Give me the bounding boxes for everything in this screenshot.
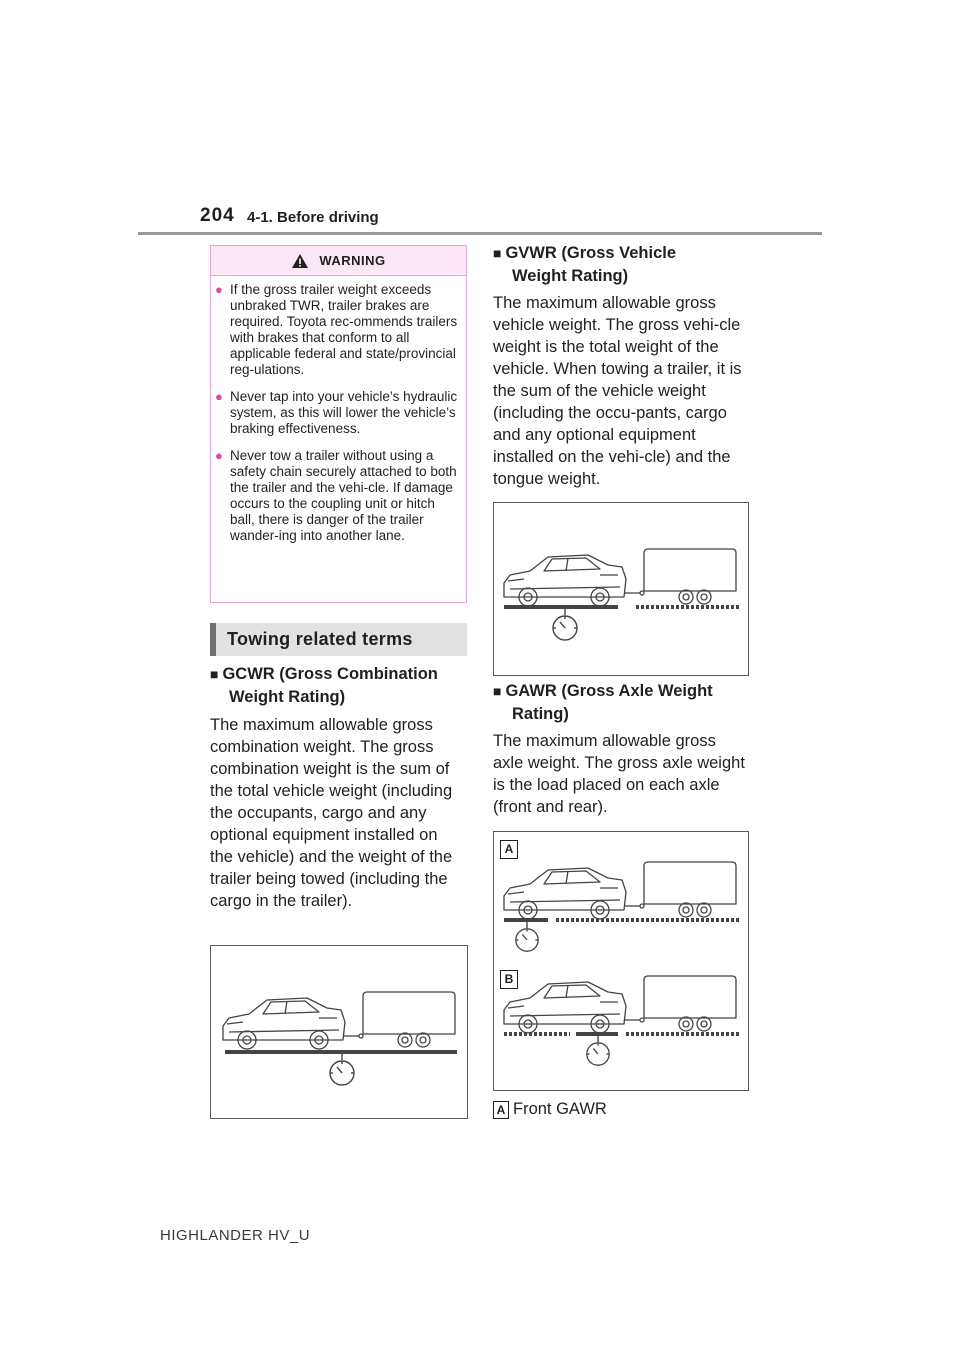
warning-item: ● If the gross trailer weight exceeds un… [215, 282, 460, 378]
warning-item: ● Never tow a trailer without using a sa… [215, 448, 460, 544]
terms-heading: Towing related terms [210, 623, 467, 656]
bullet-dot-icon: ● [215, 389, 223, 404]
warning-item-text: Never tow a trailer without using a safe… [230, 448, 457, 543]
warning-header: WARNING [211, 246, 466, 276]
gawr-title-line2: Rating) [512, 705, 569, 723]
gcwr-title-line1: GCWR (Gross Combination [222, 665, 438, 683]
gvwr-figure [493, 502, 749, 676]
square-bullet-icon: ■ [493, 683, 502, 699]
gcwr-body: The maximum allowable gross combination … [210, 716, 453, 910]
gvwr-body: The maximum allowable gross vehicle weig… [493, 294, 742, 488]
figure-label-b: B [500, 970, 518, 989]
warning-box: WARNING ● If the gross trailer weight ex… [210, 245, 467, 603]
gvwr-title-line1: GVWR (Gross Vehicle [505, 244, 677, 262]
gvwr-title: ■GVWR (Gross Vehicle Weight Rating) [493, 242, 753, 288]
gawr-title: ■GAWR (Gross Axle Weight Rating) [493, 680, 753, 726]
header-divider [138, 232, 822, 235]
gawr-figure: A B [493, 831, 749, 1091]
legend-label: A [493, 1100, 509, 1119]
warning-triangle-icon [292, 253, 309, 268]
warning-item: ● Never tap into your vehicle’s hydrauli… [215, 389, 460, 437]
bullet-dot-icon: ● [215, 448, 223, 463]
legend-text: Front GAWR [513, 1100, 607, 1118]
bullet-dot-icon: ● [215, 282, 223, 297]
footer-model: HIGHLANDER HV_U [160, 1227, 311, 1244]
gvwr-diagram [503, 548, 740, 641]
gawr-title-line1: GAWR (Gross Axle Weight [505, 682, 713, 700]
section-title: 4-1. Before driving [247, 209, 379, 226]
terms-heading-text: Towing related terms [227, 629, 413, 649]
page-number: 204 [200, 205, 235, 226]
gcwr-figure [210, 945, 468, 1119]
gcwr-title-line2: Weight Rating) [229, 688, 346, 706]
figure-label-a: A [500, 840, 518, 859]
warning-item-text: If the gross trailer weight exceeds unbr… [230, 282, 458, 377]
square-bullet-icon: ■ [210, 666, 219, 682]
gawr-body: The maximum allowable gross axle weight.… [493, 732, 745, 816]
gcwr-diagram [222, 991, 457, 1086]
gvwr-title-line2: Weight Rating) [512, 267, 629, 285]
warning-title: WARNING [319, 253, 386, 268]
gcwr-title: ■GCWR (Gross Combination Weight Rating) [210, 663, 470, 709]
gawr-diagram [503, 861, 740, 1066]
square-bullet-icon: ■ [493, 245, 502, 261]
warning-item-text: Never tap into your vehicle’s hydraulic … [230, 389, 458, 436]
figure-legend: A Front GAWR [493, 1100, 607, 1119]
